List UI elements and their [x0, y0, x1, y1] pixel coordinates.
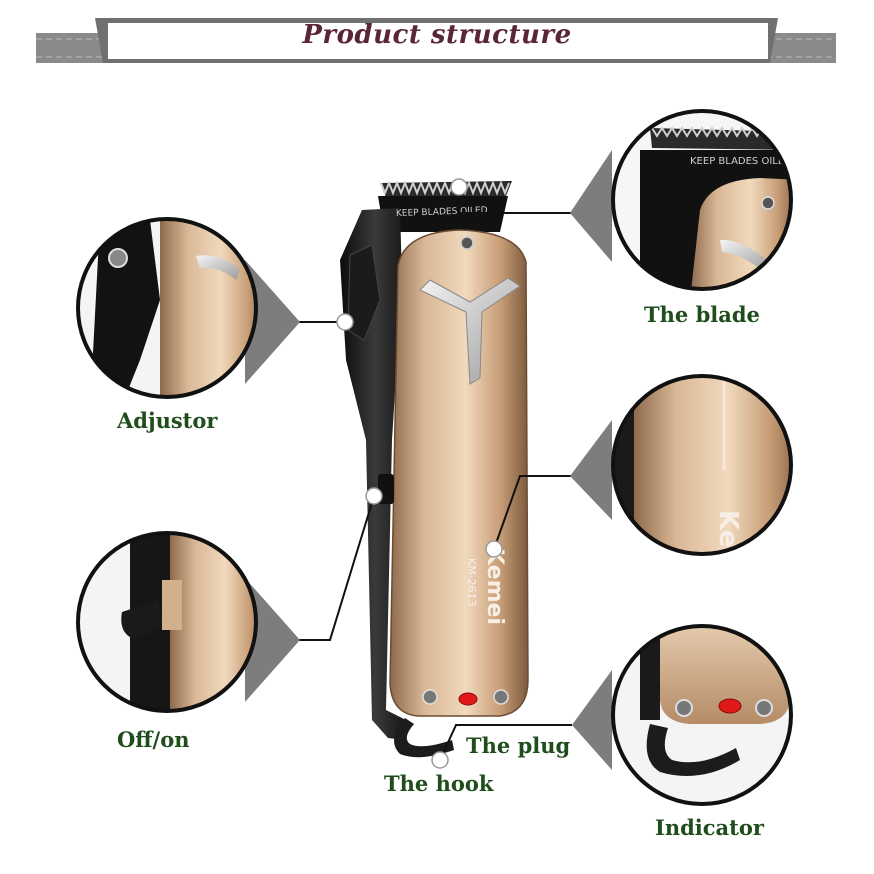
svg-text:KEEP BLADES OILED: KEEP BLADES OILED — [690, 156, 792, 167]
hook — [394, 718, 454, 758]
banner-title: Product structure — [302, 20, 572, 50]
gold-body — [389, 229, 529, 717]
callout-wedges — [245, 150, 612, 770]
connector-dots — [336, 178, 503, 769]
label-blade: The blade — [644, 302, 760, 327]
adjustor-detail-circle — [76, 217, 258, 399]
indicator-light — [458, 692, 478, 706]
blade-engraving: KEEP BLADES OILED — [396, 206, 488, 219]
brand-name: Kemei — [482, 548, 507, 625]
clipper-branding: Kemei KM-2613 — [465, 548, 507, 625]
banner — [36, 18, 836, 63]
clipper — [340, 180, 529, 758]
label-off-on: Off/on — [117, 727, 190, 752]
silver-y-accent — [419, 277, 521, 385]
indicator-detail-circle — [611, 624, 793, 806]
label-indicator: Indicator — [655, 815, 764, 840]
body-detail-circle: Ke — [611, 374, 793, 556]
black-housing — [340, 208, 410, 740]
off-on-detail-circle — [76, 531, 258, 713]
blade-plate — [378, 196, 508, 232]
label-plug: The plug — [466, 733, 571, 758]
svg-text:Ke: Ke — [713, 510, 743, 547]
blade-detail-circle: KEEP BLADES OILED — [611, 109, 793, 291]
label-adjustor: Adjustor — [117, 408, 218, 433]
model-number: KM-2613 — [465, 558, 478, 607]
label-hook: The hook — [384, 771, 494, 796]
